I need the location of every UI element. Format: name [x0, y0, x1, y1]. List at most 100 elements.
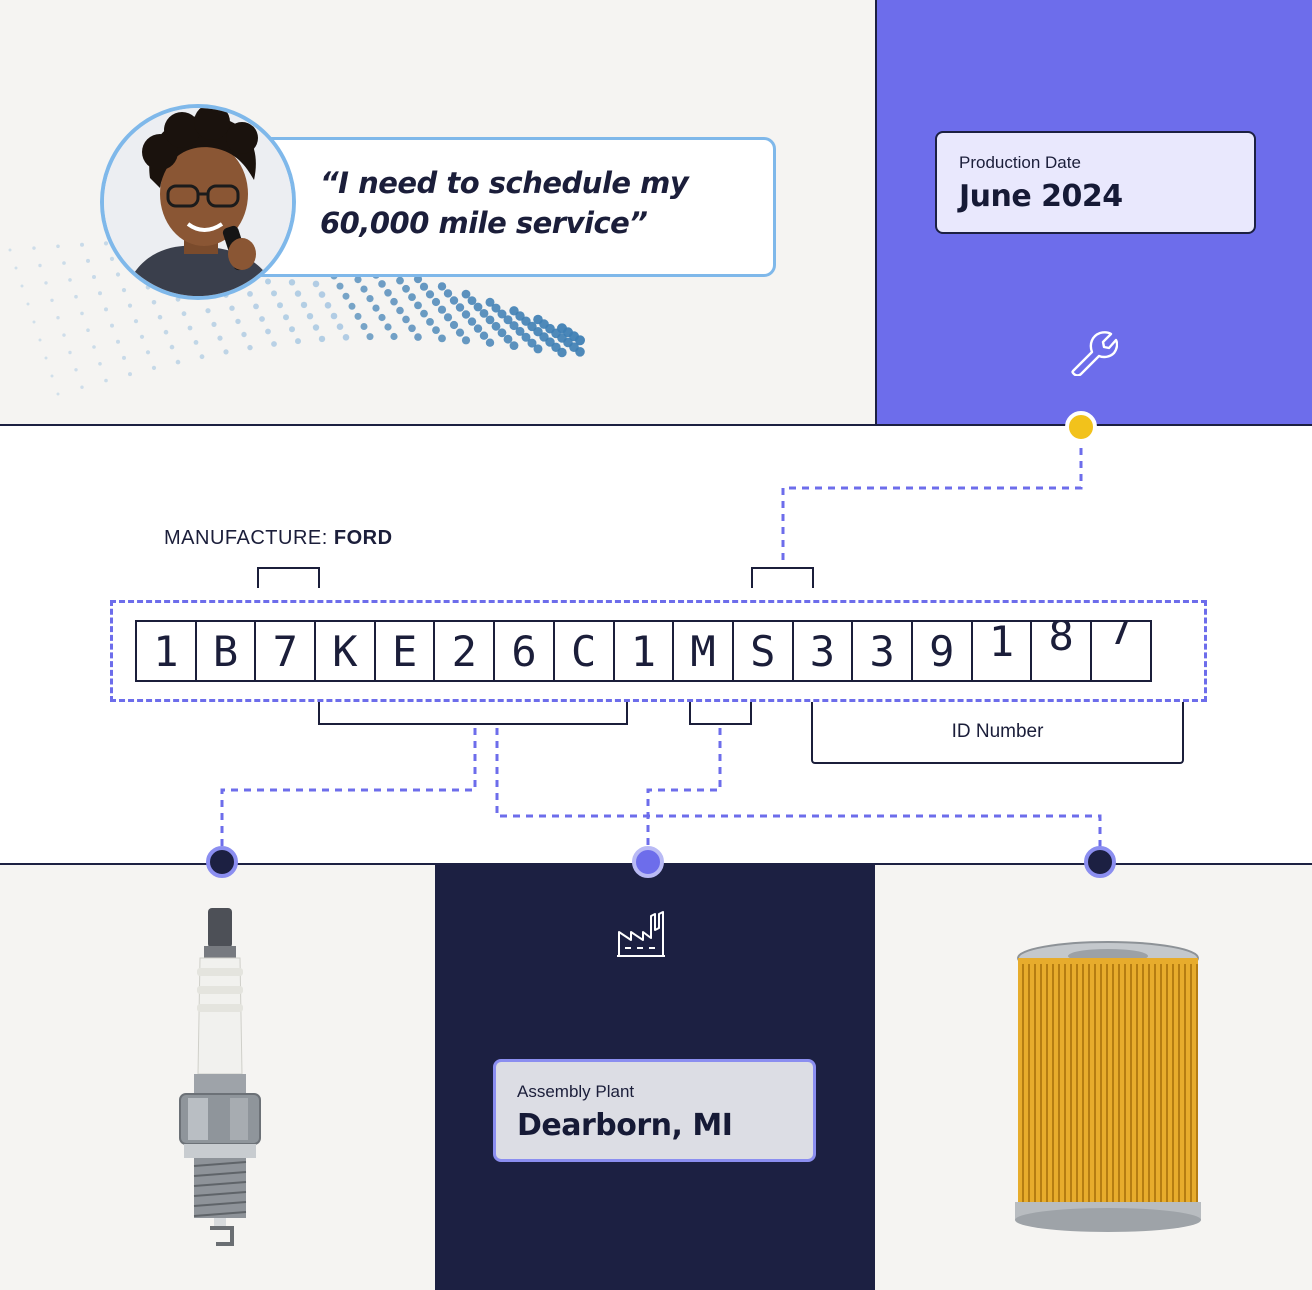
decor-dot	[312, 324, 320, 331]
decor-dot	[32, 320, 36, 324]
vin-character: 1	[135, 620, 197, 682]
decor-dot	[485, 338, 495, 347]
decor-dot	[336, 282, 344, 290]
assembly-plant-label: Assembly Plant	[517, 1082, 635, 1101]
spark-plug-image	[179, 908, 261, 1246]
decor-dot	[8, 248, 12, 252]
decor-dot	[437, 305, 447, 314]
decor-dot	[366, 333, 374, 341]
decor-dot	[104, 307, 108, 312]
decor-dot	[44, 356, 48, 360]
decor-dot	[104, 378, 108, 383]
vin-character: S	[731, 620, 794, 682]
decor-dot	[74, 368, 78, 372]
decor-dot	[312, 280, 320, 288]
decor-dot	[336, 323, 344, 331]
decor-dot	[503, 315, 513, 325]
decor-dot	[38, 338, 42, 342]
decor-dot	[378, 280, 386, 288]
manufacture-bracket	[257, 567, 320, 588]
decor-dot	[110, 323, 114, 328]
decor-dot	[295, 338, 301, 345]
decor-dot	[86, 328, 90, 333]
decor-dot	[109, 256, 115, 261]
decor-dot	[139, 334, 145, 339]
decor-dot	[473, 324, 483, 333]
decor-dot	[497, 309, 507, 319]
vin-character: 7	[1090, 620, 1152, 682]
manufacture-label-text: MANUFACTURE:	[164, 527, 328, 549]
decor-dot	[115, 272, 121, 277]
decor-dot	[80, 242, 84, 247]
vin-character-text: C	[571, 626, 597, 676]
vin-character-text: 8	[1048, 620, 1074, 660]
assembly-plant-card: Assembly Plant Dearborn, MI	[493, 1059, 816, 1162]
decor-dot	[163, 329, 169, 335]
decor-dot	[98, 362, 102, 366]
decor-dot	[294, 290, 302, 297]
decor-dot	[14, 266, 18, 270]
plant-bracket	[689, 702, 752, 725]
decor-dot	[175, 359, 181, 365]
decor-dot	[133, 319, 139, 324]
decor-dot	[56, 244, 60, 249]
production-bracket	[751, 567, 814, 588]
decor-dot	[378, 313, 386, 322]
vin-character: 1	[970, 620, 1033, 682]
vin-character: E	[373, 620, 436, 682]
decor-dot	[318, 291, 326, 298]
decor-dot	[449, 320, 459, 330]
vin-character-text: 3	[809, 626, 836, 676]
plant-connector	[646, 728, 722, 850]
decor-dot	[217, 335, 223, 341]
decor-dot	[151, 365, 157, 370]
decor-dot	[62, 333, 66, 337]
decor-dot	[420, 309, 428, 318]
decor-dot	[443, 313, 453, 322]
quote-line-2: 60,000 mile service”	[320, 206, 648, 240]
decor-dot	[68, 278, 72, 282]
decor-dot	[122, 355, 126, 360]
vin-character-text: 9	[929, 626, 955, 676]
vin-character-text: 7	[272, 626, 298, 676]
decor-dot	[461, 310, 471, 319]
decor-dot	[38, 263, 42, 268]
decor-dot	[271, 290, 277, 297]
vin-character-text: 7	[1108, 620, 1134, 654]
decor-dot	[50, 374, 54, 378]
decor-dot	[455, 303, 465, 312]
vin-character-text: 1	[153, 626, 179, 676]
decor-dot	[265, 328, 271, 335]
vin-character-text: 6	[511, 626, 537, 676]
vin-character: C	[552, 620, 615, 682]
decor-dot	[193, 340, 199, 345]
decor-dot	[575, 335, 585, 346]
decor-dot	[56, 392, 60, 396]
decor-dot	[491, 303, 501, 313]
decor-dot	[288, 279, 296, 286]
decor-dot	[425, 290, 435, 299]
manufacture-value: FORD	[333, 527, 393, 549]
vin-character-text: B	[212, 626, 239, 676]
decor-dot	[503, 334, 513, 344]
decor-dot	[259, 316, 265, 322]
decor-dot	[103, 241, 109, 246]
decor-dot	[384, 323, 392, 331]
vin-character: 3	[791, 620, 854, 682]
decor-dot	[408, 293, 416, 301]
decor-dot	[128, 372, 132, 377]
vin-character-text: K	[332, 626, 358, 676]
decor-dot	[396, 306, 404, 315]
decor-dot	[384, 289, 392, 297]
vin-character: M	[672, 620, 734, 682]
assembly-plant-value: Dearborn, MI	[517, 1108, 733, 1143]
decor-dot	[26, 302, 30, 306]
bottom-divider	[0, 863, 1312, 865]
decor-dot	[283, 314, 289, 321]
decor-dot	[74, 294, 78, 299]
quote-line-1: “I need to schedule my	[320, 166, 689, 200]
quote-text: “I need to schedule my 60,000 mile servi…	[320, 163, 770, 243]
vin-character-text: M	[690, 626, 716, 676]
decor-dot	[157, 314, 163, 320]
decor-dot	[443, 289, 453, 298]
